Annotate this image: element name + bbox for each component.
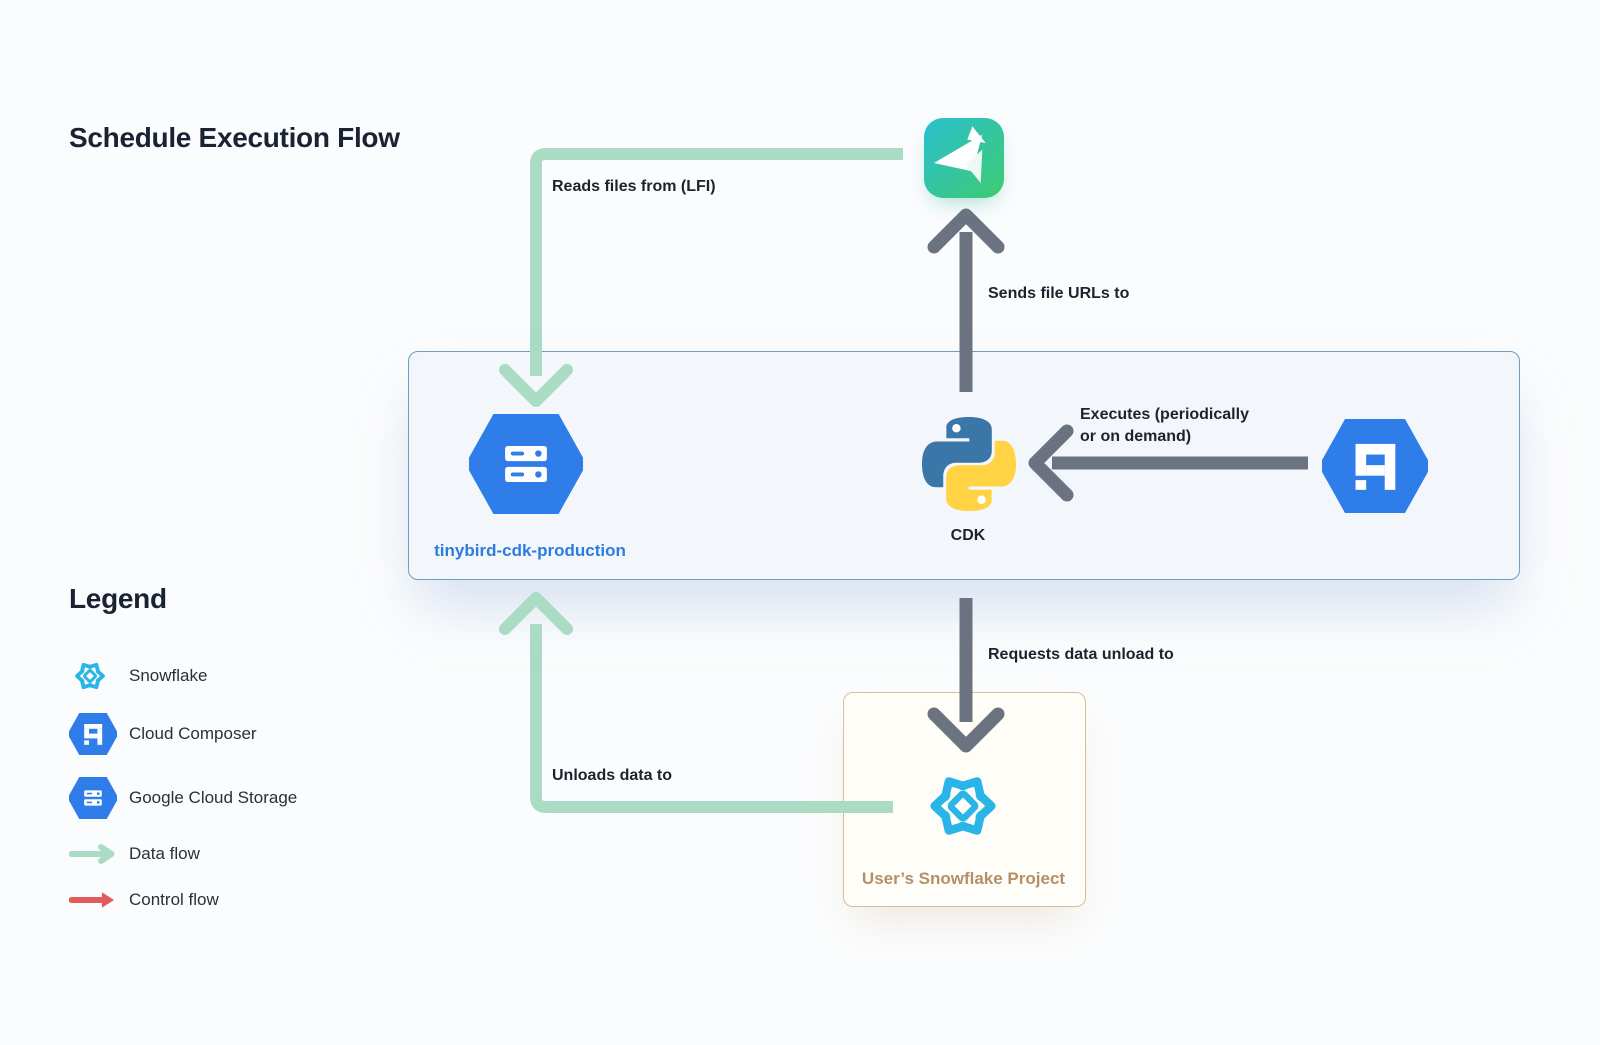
edge-label-executes: Executes (periodically or on demand): [1080, 404, 1249, 448]
google-cloud-storage-icon: [69, 777, 121, 819]
sends-file-urls-arrow: [927, 208, 1005, 392]
snowflake-icon: [930, 777, 996, 835]
python-icon: [922, 417, 1016, 511]
cdk-label: CDK: [950, 527, 986, 544]
reads-files-arrow: [499, 148, 903, 407]
legend-item-label: Data flow: [129, 844, 200, 863]
legend-item-label: Control flow: [129, 890, 219, 909]
tinybird-icon: [924, 118, 1004, 198]
page-title: Schedule Execution Flow: [69, 122, 400, 153]
executes-arrow: [1028, 424, 1308, 502]
legend-item-label: Cloud Composer: [129, 724, 257, 743]
legend-item-data-flow: Data flow: [69, 830, 200, 878]
cloud-composer-icon: [69, 713, 121, 755]
edge-label-requests-unload: Requests data unload to: [988, 646, 1174, 663]
legend-item-snowflake: Snowflake: [69, 652, 207, 700]
data-flow-arrow-icon: [69, 842, 121, 866]
legend-item-google-cloud-storage: Google Cloud Storage: [69, 774, 297, 822]
requests-unload-arrow: [927, 598, 1005, 753]
legend-item-control-flow: Control flow: [69, 876, 219, 924]
snowflake-project-box: [843, 692, 1086, 907]
control-flow-arrow-icon: [69, 888, 121, 912]
snowflake-icon: [69, 655, 121, 697]
legend-item-cloud-composer: Cloud Composer: [69, 710, 257, 758]
edge-label-reads-files: Reads files from (LFI): [552, 178, 716, 195]
legend-item-label: Google Cloud Storage: [129, 788, 298, 807]
legend-item-label: Snowflake: [129, 666, 208, 685]
cloud-composer-icon: [1322, 419, 1428, 513]
edge-label-unloads-data: Unloads data to: [552, 767, 673, 784]
legend-title: Legend: [69, 583, 167, 614]
google-cloud-storage-icon: [469, 414, 583, 514]
gcs-bucket-label: tinybird-cdk-production: [434, 541, 626, 560]
edge-label-sends-file-urls: Sends file URLs to: [988, 285, 1130, 302]
snowflake-project-label: User’s Snowflake Project: [861, 869, 1066, 888]
unloads-data-arrow: [499, 592, 893, 813]
edge-label-executes-line2: or on demand): [1080, 428, 1192, 445]
edge-label-executes-line1: Executes (periodically: [1080, 406, 1249, 423]
